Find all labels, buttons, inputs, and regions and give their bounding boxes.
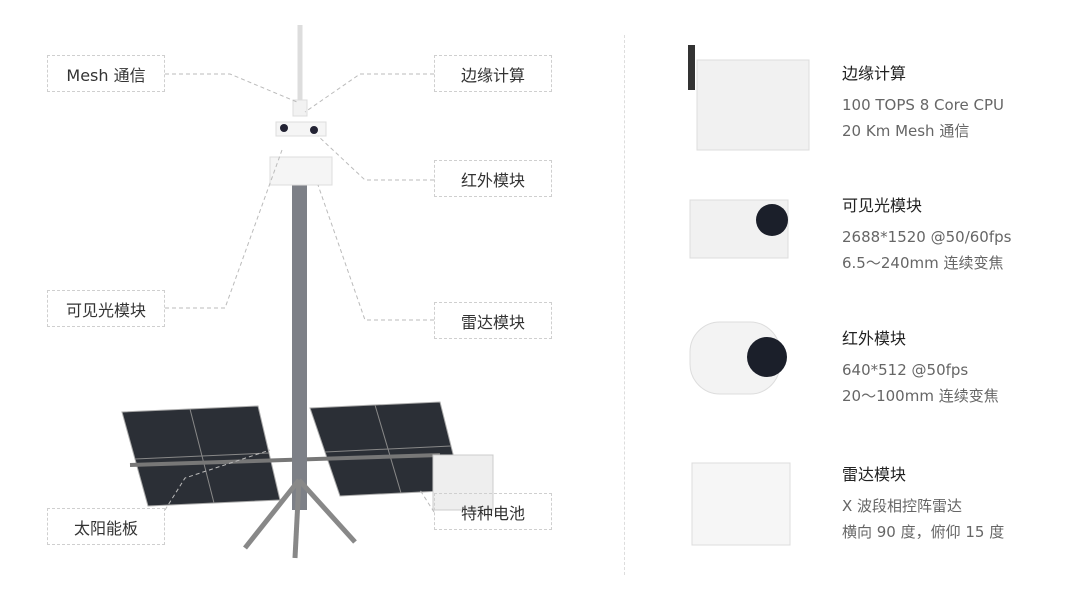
callout-radar: 雷达模块 (434, 302, 552, 339)
spec-title: 雷达模块 (842, 465, 907, 484)
callout-infrared: 红外模块 (434, 160, 552, 197)
spec-title: 边缘计算 (842, 64, 907, 83)
callout-edge: 边缘计算 (434, 55, 552, 92)
spec-line: 20 Km Mesh 通信 (842, 122, 970, 140)
callout-battery: 特种电池 (434, 493, 552, 530)
callout-mesh: Mesh 通信 (47, 55, 165, 92)
callout-visible: 可见光模块 (47, 290, 165, 327)
tripod (243, 478, 357, 559)
radar-unit (269, 156, 333, 186)
callout-solar: 太阳能板 (47, 508, 165, 545)
spec-line: 100 TOPS 8 Core CPU (842, 96, 1004, 114)
spec-title: 可见光模块 (842, 196, 923, 215)
spec-line: 2688*1520 @50/60fps (842, 228, 1012, 246)
spec-title: 红外模块 (842, 329, 907, 348)
divider (624, 35, 625, 575)
spec-line: 20～100mm 连续变焦 (842, 387, 999, 405)
spec-infrared: 红外模块 640*512 @50fps 20～100mm 连续变焦 (842, 325, 999, 409)
product-images (688, 45, 810, 546)
spec-visible: 可见光模块 2688*1520 @50/60fps 6.5～240mm 连续变焦 (842, 192, 1011, 276)
spec-edge: 边缘计算 100 TOPS 8 Core CPU 20 Km Mesh 通信 (842, 60, 1004, 144)
spec-line: 640*512 @50fps (842, 361, 969, 379)
radar-device (691, 462, 791, 546)
solar-panel-left (121, 405, 281, 507)
spec-radar: 雷达模块 X 波段相控阵雷达 横向 90 度，俯仰 15 度 (842, 461, 1004, 545)
spec-line: X 波段相控阵雷达 (842, 497, 963, 515)
spec-line: 6.5～240mm 连续变焦 (842, 254, 1004, 272)
edge-compute-device (696, 59, 810, 151)
spec-line: 横向 90 度，俯仰 15 度 (842, 523, 1005, 541)
battery-box (432, 454, 494, 511)
mast (292, 180, 307, 510)
